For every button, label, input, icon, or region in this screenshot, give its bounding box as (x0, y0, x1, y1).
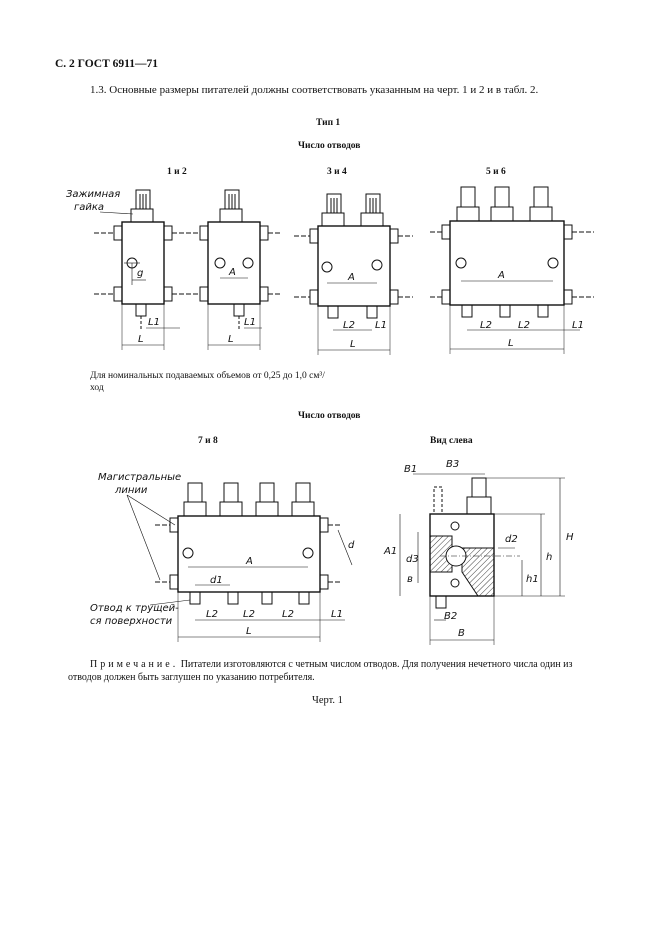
dim-A1: A1 (383, 546, 397, 557)
dim-L-d4: L (508, 338, 514, 349)
paragraph: 1.3. Основные размеры питателей должны с… (90, 84, 539, 96)
dim-A-d3: A (347, 272, 355, 283)
diagram-left-view (399, 473, 565, 645)
dim-B: B (458, 628, 465, 639)
note-text: Питатели изготовляются с четным числом о… (68, 659, 573, 683)
dim-A-d5: A (245, 556, 253, 567)
dim-L2b-d5: L2 (243, 609, 255, 620)
dim-L1-d5: L1 (331, 609, 343, 620)
dim-d1-d5: d1 (210, 575, 223, 586)
callout-clamp-nut-1: Зажимная (66, 189, 120, 200)
dim-A-d2: A (228, 267, 236, 278)
dim-B1: B1 (404, 464, 417, 475)
dim-d3: d3 (406, 554, 419, 565)
dim-d-d5: d (348, 540, 355, 551)
dim-L2a-d5: L2 (206, 609, 218, 620)
dim-L1-d1: L1 (148, 317, 160, 328)
dim-g: g (137, 268, 143, 279)
dim-B2: B2 (444, 611, 457, 622)
dim-v: в (407, 574, 413, 585)
dim-d2: d2 (505, 534, 518, 545)
dim-h1: h1 (526, 574, 539, 585)
dim-L-d3: L (350, 339, 356, 350)
dim-L1-d2: L1 (244, 317, 256, 328)
diagram-7-8 (126, 482, 353, 642)
callout-clamp-nut-2: гайка (74, 202, 104, 213)
count-5-6: 5 и 6 (486, 167, 506, 177)
callout-outlet-1: Отвод к трущей- (90, 603, 179, 614)
dim-A-d4: A (497, 270, 505, 281)
dim-L1-d4: L1 (572, 320, 584, 331)
clamp-nut-leader (99, 211, 134, 215)
diagram-1-2-b (186, 189, 282, 350)
count-7-8: 7 и 8 (198, 436, 218, 446)
outlets-heading-2: Число отводов (298, 411, 361, 421)
dim-L2a-d4: L2 (480, 320, 492, 331)
count-3-4: 3 и 4 (327, 167, 347, 177)
dim-L-d2: L (228, 334, 234, 345)
dim-B3: B3 (446, 459, 459, 470)
count-1-2: 1 и 2 (167, 167, 187, 177)
callout-outlet-2: ся поверхности (90, 616, 173, 627)
note-paragraph: Примечание. Питатели изготовляются с чет… (68, 658, 608, 684)
dim-L-d1: L (138, 334, 144, 345)
page-header: С. 2 ГОСТ 6911—71 (55, 58, 159, 70)
figure-caption: Черт. 1 (312, 695, 343, 706)
diagram-1-2 (94, 189, 185, 350)
callout-main-lines-1: Магистральные (98, 472, 181, 483)
dim-L1-d3: L1 (375, 320, 387, 331)
dim-h: h (546, 552, 552, 563)
dim-L2-d3: L2 (343, 320, 355, 331)
dim-L2c-d5: L2 (282, 609, 294, 620)
diagram-3-4 (294, 193, 413, 355)
dim-L-d5: L (246, 626, 252, 637)
outlets-heading-1: Число отводов (298, 141, 361, 151)
note-lead: Примечание. (90, 659, 179, 670)
type-label: Тип 1 (316, 118, 341, 128)
dim-L2b-d4: L2 (518, 320, 530, 331)
diagram-5-6 (430, 186, 594, 354)
volume-note: Для номинальных подаваемых объемов от 0,… (90, 371, 325, 393)
dim-H: H (566, 532, 574, 543)
left-view-label: Вид слева (430, 436, 473, 446)
callout-main-lines-2: линии (114, 485, 148, 496)
